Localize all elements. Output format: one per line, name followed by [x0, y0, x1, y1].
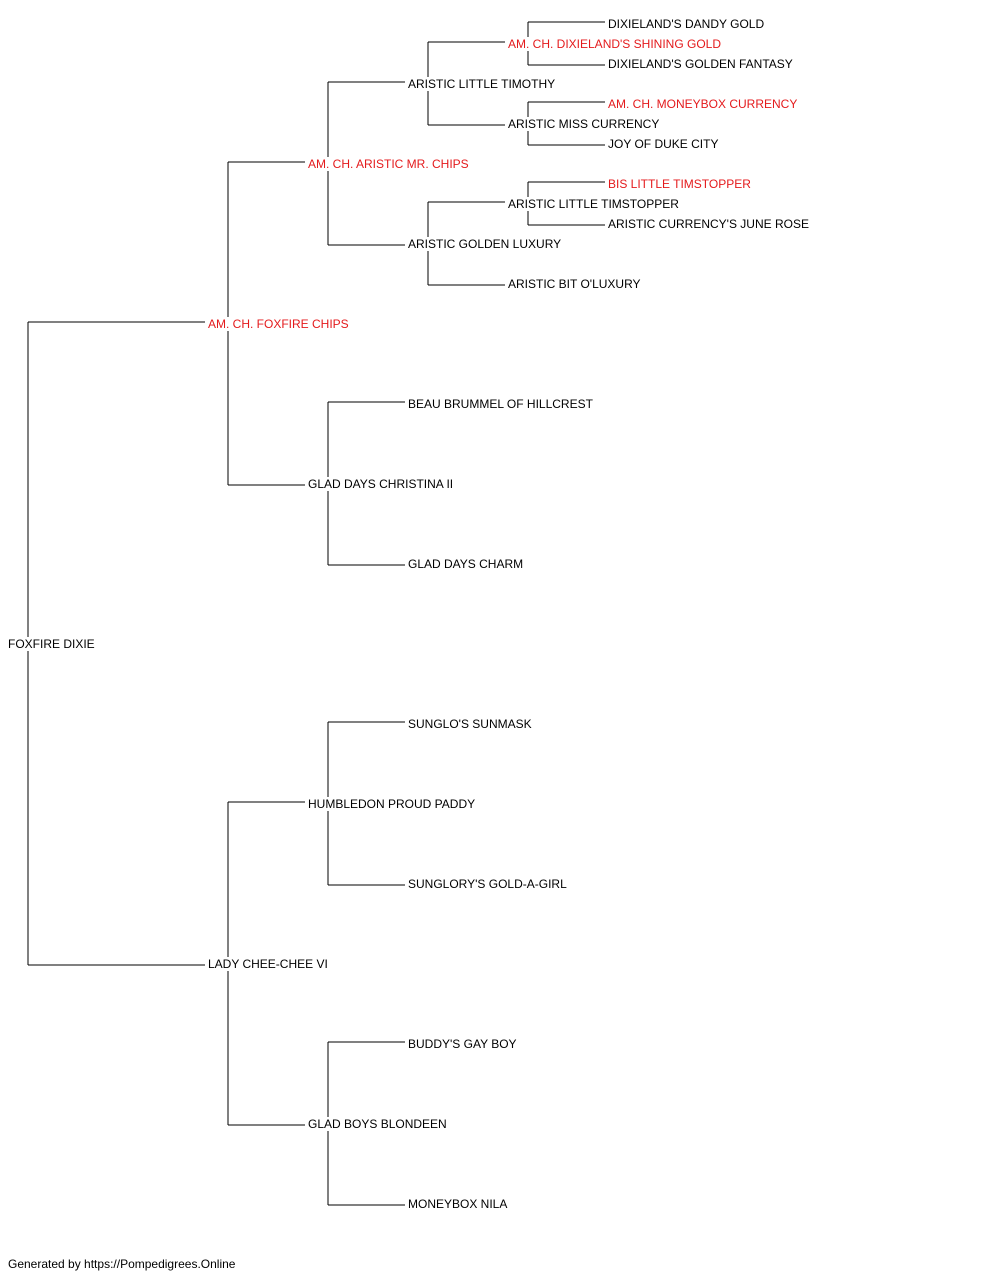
ancestor-name[interactable]: SUNGLO'S SUNMASK [408, 717, 534, 731]
sire-dam-name[interactable]: GLAD DAYS CHRISTINA II [308, 477, 456, 491]
ancestor-name[interactable]: ARISTIC LITTLE TIMSTOPPER [508, 197, 681, 211]
ancestor-name[interactable]: AM. CH. DIXIELAND'S SHINING GOLD [508, 37, 723, 51]
sire-sire-name[interactable]: AM. CH. ARISTIC MR. CHIPS [308, 157, 471, 171]
ancestor-name[interactable]: AM. CH. MONEYBOX CURRENCY [608, 97, 800, 111]
ancestor-name[interactable]: ARISTIC GOLDEN LUXURY [408, 237, 564, 251]
ancestor-name[interactable]: BEAU BRUMMEL OF HILLCREST [408, 397, 595, 411]
sire-name[interactable]: AM. CH. FOXFIRE CHIPS [208, 317, 351, 331]
ancestor-name[interactable]: ARISTIC LITTLE TIMOTHY [408, 77, 558, 91]
ancestor-name[interactable]: GLAD DAYS CHARM [408, 557, 526, 571]
ancestor-name[interactable]: JOY OF DUKE CITY [608, 137, 721, 151]
ancestor-name[interactable]: DIXIELAND'S GOLDEN FANTASY [608, 57, 795, 71]
ancestor-name[interactable]: ARISTIC BIT O'LUXURY [508, 277, 643, 291]
ancestor-name[interactable]: DIXIELAND'S DANDY GOLD [608, 17, 767, 31]
ancestor-name[interactable]: MONEYBOX NILA [408, 1197, 510, 1211]
dam-name[interactable]: LADY CHEE-CHEE VI [208, 957, 330, 971]
dam-dam-name[interactable]: GLAD BOYS BLONDEEN [308, 1117, 449, 1131]
ancestor-name[interactable]: BIS LITTLE TIMSTOPPER [608, 177, 753, 191]
ancestor-name[interactable]: BUDDY'S GAY BOY [408, 1037, 519, 1051]
dam-sire-name[interactable]: HUMBLEDON PROUD PADDY [308, 797, 478, 811]
ancestor-name[interactable]: ARISTIC MISS CURRENCY [508, 117, 662, 131]
ancestor-name[interactable]: SUNGLORY'S GOLD-A-GIRL [408, 877, 569, 891]
ancestor-name[interactable]: ARISTIC CURRENCY'S JUNE ROSE [608, 217, 811, 231]
subject-dog-name[interactable]: FOXFIRE DIXIE [8, 637, 97, 651]
generated-by-footer: Generated by https://Pompedigrees.Online [8, 1257, 236, 1271]
